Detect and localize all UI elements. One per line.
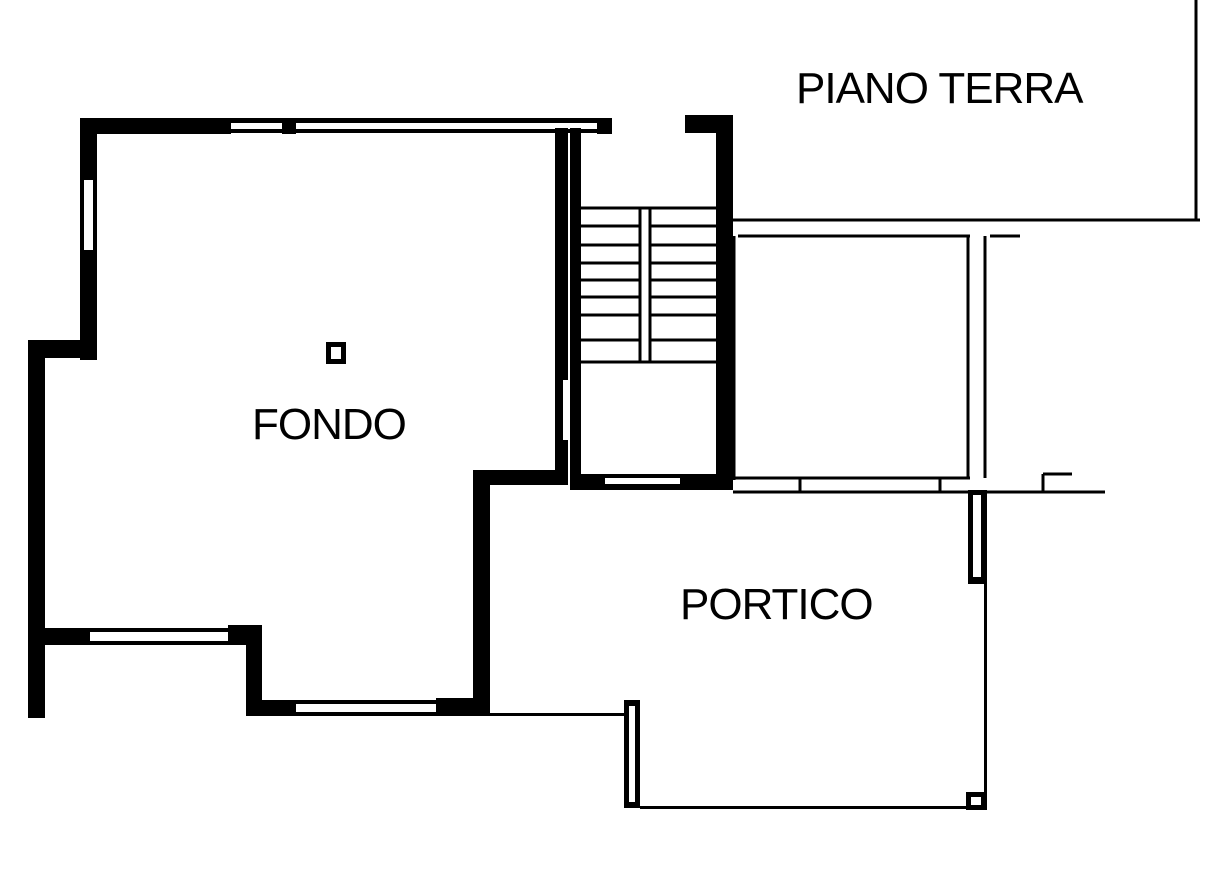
plan-title: PIANO TERRA: [796, 64, 1083, 113]
stair-walls: [570, 115, 733, 490]
room-label-fondo: FONDO: [252, 400, 407, 449]
room-label-portico: PORTICO: [680, 580, 874, 629]
portico-walls: [490, 490, 987, 810]
right-room: [730, 0, 1200, 494]
staircase: [580, 206, 716, 364]
fondo-walls: [28, 118, 612, 718]
